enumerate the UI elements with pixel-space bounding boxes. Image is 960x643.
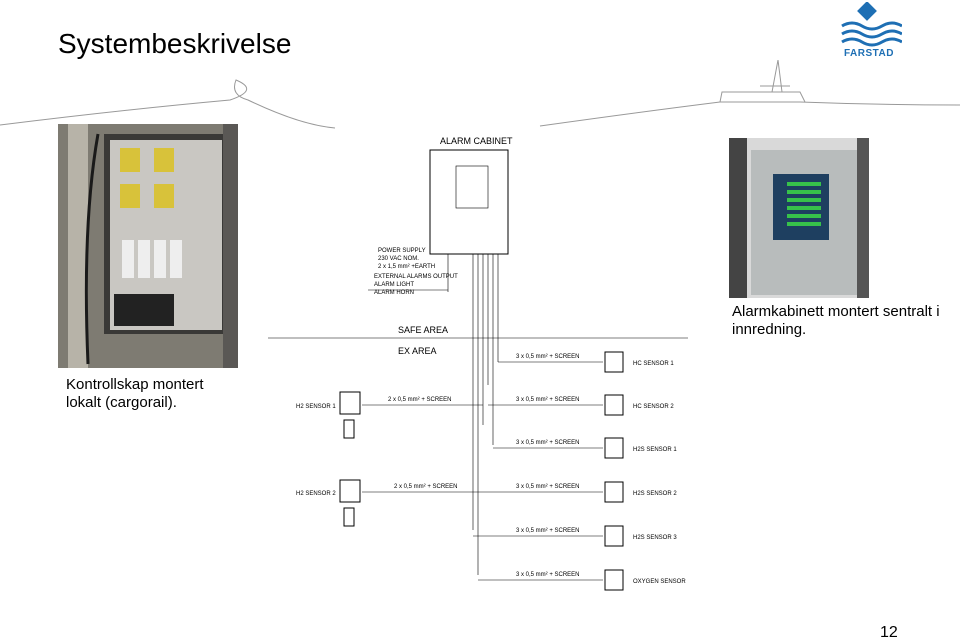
ex-area-label: EX AREA <box>398 346 437 356</box>
cable-label: 2 x 0,5 mm² + SCREEN <box>388 397 452 403</box>
decorative-wave-line <box>0 60 960 129</box>
power-voltage-label: 230 VAC NOM. <box>378 256 419 262</box>
sensor-h2s-1: 3 x 0,5 mm² + SCREEN H2S SENSOR 1 <box>493 437 677 459</box>
sensor-label: H2S SENSOR 3 <box>633 535 677 541</box>
caption-control-cabinet: Kontrollskap montert lokalt (cargorail). <box>66 376 204 412</box>
sensor-label: H2S SENSOR 1 <box>633 447 677 453</box>
alarm-horn-label: ALARM HORN <box>374 290 414 296</box>
sensor-hc-1: 3 x 0,5 mm² + SCREEN HC SENSOR 1 <box>498 351 674 373</box>
alarm-light-label: ALARM LIGHT <box>374 282 414 288</box>
sensor-oxygen: 3 x 0,5 mm² + SCREEN OXYGEN SENSOR <box>478 569 686 591</box>
farstad-logo <box>841 2 902 47</box>
cable-label: 3 x 0,5 mm² + SCREEN <box>516 354 580 360</box>
control-cabinet-photo <box>58 124 238 368</box>
alarm-cabinet-photo <box>729 138 869 298</box>
sensor-label: HC SENSOR 2 <box>633 404 674 410</box>
external-alarms-label: EXTERNAL ALARMS OUTPUT <box>374 274 458 280</box>
caption-alarm-cabinet: Alarmkabinett montert sentralt i innredn… <box>732 303 940 339</box>
cable-label: 3 x 0,5 mm² + SCREEN <box>516 397 580 403</box>
sensor-label: H2 SENSOR 1 <box>296 404 336 410</box>
sensor-h2s-3: 3 x 0,5 mm² + SCREEN H2S SENSOR 3 <box>473 525 677 547</box>
sensor-label: OXYGEN SENSOR <box>633 579 686 585</box>
safe-area-label: SAFE AREA <box>398 325 448 335</box>
sensor-h2-2: 2 x 0,5 mm² + SCREEN H2 SENSOR 2 <box>296 479 483 527</box>
sensor-label: H2S SENSOR 2 <box>633 491 677 497</box>
cable-label: 2 x 0,5 mm² + SCREEN <box>394 484 458 490</box>
cabinet-title: ALARM CABINET <box>440 136 513 146</box>
sensor-label: HC SENSOR 1 <box>633 361 674 367</box>
power-cable-label: 2 x 1,5 mm² +EARTH <box>378 264 435 270</box>
caption-line: innredning. <box>732 321 807 338</box>
wiring-diagram: ALARM CABINET POWER SUPPLY 230 VAC NOM. … <box>268 136 688 591</box>
sensor-hc-2: 3 x 0,5 mm² + SCREEN HC SENSOR 2 <box>488 394 674 416</box>
page-title: Systembeskrivelse <box>58 28 292 59</box>
sensor-label: H2 SENSOR 2 <box>296 491 336 497</box>
sensor-h2s-2: 3 x 0,5 mm² + SCREEN H2S SENSOR 2 <box>483 481 677 503</box>
caption-line: lokalt (cargorail). <box>66 394 177 411</box>
logo-text: FARSTAD <box>844 48 894 59</box>
page-number: 12 <box>880 624 898 641</box>
power-supply-label: POWER SUPPLY <box>378 248 426 254</box>
cable-label: 3 x 0,5 mm² + SCREEN <box>516 528 580 534</box>
cable-label: 3 x 0,5 mm² + SCREEN <box>516 572 580 578</box>
caption-line: Kontrollskap montert <box>66 376 204 393</box>
cable-label: 3 x 0,5 mm² + SCREEN <box>516 440 580 446</box>
alarm-cabinet-box <box>429 149 509 255</box>
cable-label: 3 x 0,5 mm² + SCREEN <box>516 484 580 490</box>
sensor-h2-1: 2 x 0,5 mm² + SCREEN H2 SENSOR 1 <box>296 391 483 439</box>
caption-line: Alarmkabinett montert sentralt i <box>732 303 940 320</box>
